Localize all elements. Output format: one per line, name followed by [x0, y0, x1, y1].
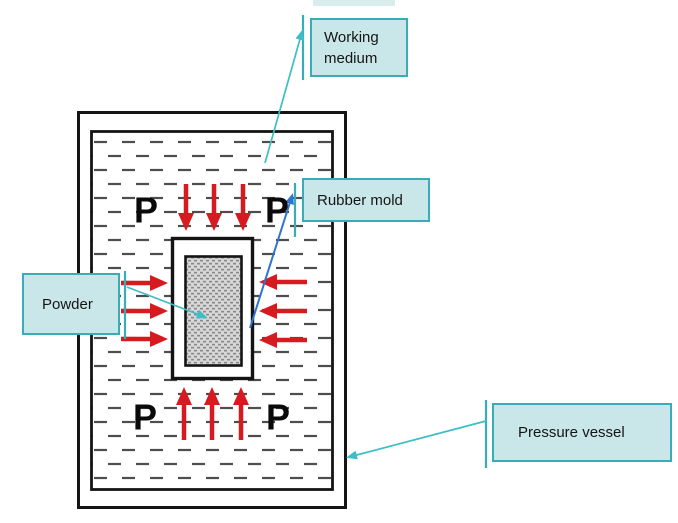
powder-label: Powder	[22, 273, 120, 335]
powder-block	[184, 255, 243, 367]
pressure-vessel-leader-arrow	[346, 420, 487, 460]
pressure-symbol-top-left: P	[133, 189, 159, 231]
pressure-arrows-right	[259, 274, 307, 348]
cropped-label-edge	[313, 0, 395, 6]
pressure-arrows-bottom	[176, 387, 249, 440]
powder-label-text: Powder	[42, 295, 93, 313]
pressure-vessel-label-text: Pressure vessel	[518, 424, 625, 441]
powder-leader-arrow	[126, 286, 208, 319]
rubber-mold-label-text: Rubber mold	[317, 191, 403, 209]
pressure-arrows-top	[178, 184, 251, 231]
pressure-arrows-left	[121, 275, 168, 347]
rubber-mold-leader-arrow	[249, 193, 294, 329]
working-medium-label-text: Working medium	[324, 28, 379, 67]
pressure-symbol-bottom-left: P	[132, 396, 158, 438]
pressure-symbol-bottom-right: P	[265, 396, 291, 438]
rubber-mold-label: Rubber mold	[302, 178, 430, 222]
pressure-symbol-top-right: P	[264, 189, 290, 231]
working-medium-label: Working medium	[310, 18, 408, 77]
pressure-vessel-label: Pressure vessel	[492, 403, 672, 462]
working-medium-leader-arrow	[264, 29, 305, 164]
